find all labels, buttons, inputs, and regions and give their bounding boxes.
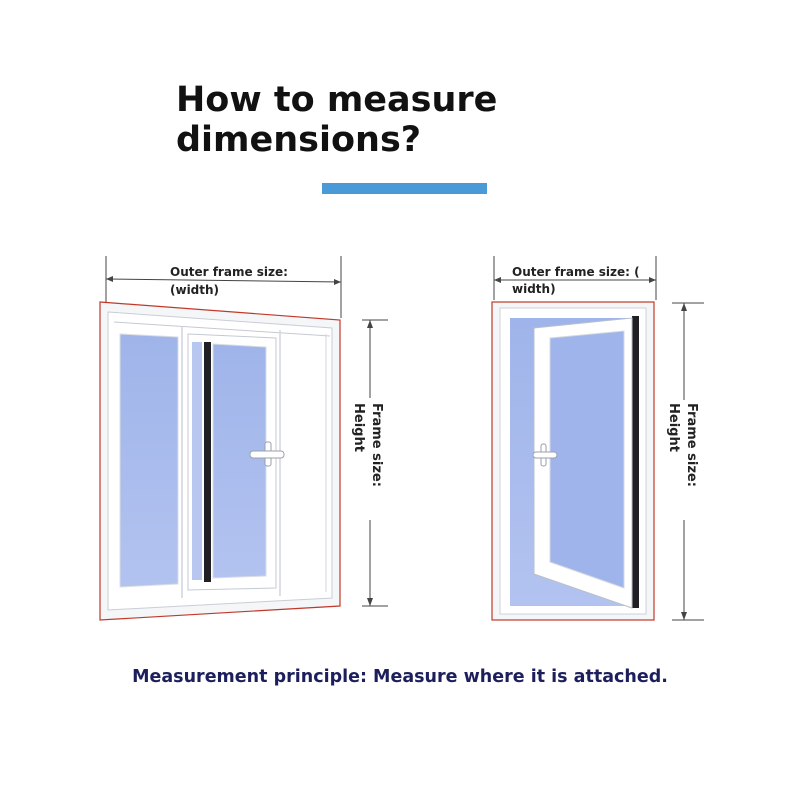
left-height-dimension: Frame size: Height <box>351 319 388 607</box>
right-width-dimension: Outer frame size: ( width) <box>493 256 657 300</box>
hinge-edge <box>632 316 639 608</box>
casement-handle-icon <box>532 443 558 467</box>
right-height-label-line2: Height <box>666 403 681 452</box>
right-height-label-line1: Frame size: <box>684 403 699 487</box>
accent-bar <box>322 183 487 194</box>
right-width-label-line1: Outer frame size: ( <box>512 265 640 279</box>
title-line-1: How to measure <box>176 80 498 120</box>
right-height-dimension: Frame size: Height <box>666 302 704 621</box>
sliding-window <box>99 301 341 621</box>
left-width-label-line1: Outer frame size: <box>170 265 288 279</box>
right-width-label-line2: width) <box>512 282 556 296</box>
right-sash-glass <box>212 343 267 579</box>
left-width-label-line2: (width) <box>170 283 219 297</box>
left-height-label-line2: Height <box>351 403 366 452</box>
sliding-window-handle-icon <box>249 441 285 467</box>
title-line-2: dimensions? <box>176 120 422 160</box>
casement-window <box>491 301 655 621</box>
open-sash-glass <box>549 330 625 589</box>
page-title: How to measure dimensions? <box>176 80 497 160</box>
left-height-label-line1: Frame size: <box>369 403 384 487</box>
sash-dark-edge <box>204 342 211 582</box>
left-width-dimension: Outer frame size: (width) <box>105 256 342 318</box>
measurement-principle: Measurement principle: Measure where it … <box>132 667 668 687</box>
left-sash-glass <box>119 333 179 588</box>
